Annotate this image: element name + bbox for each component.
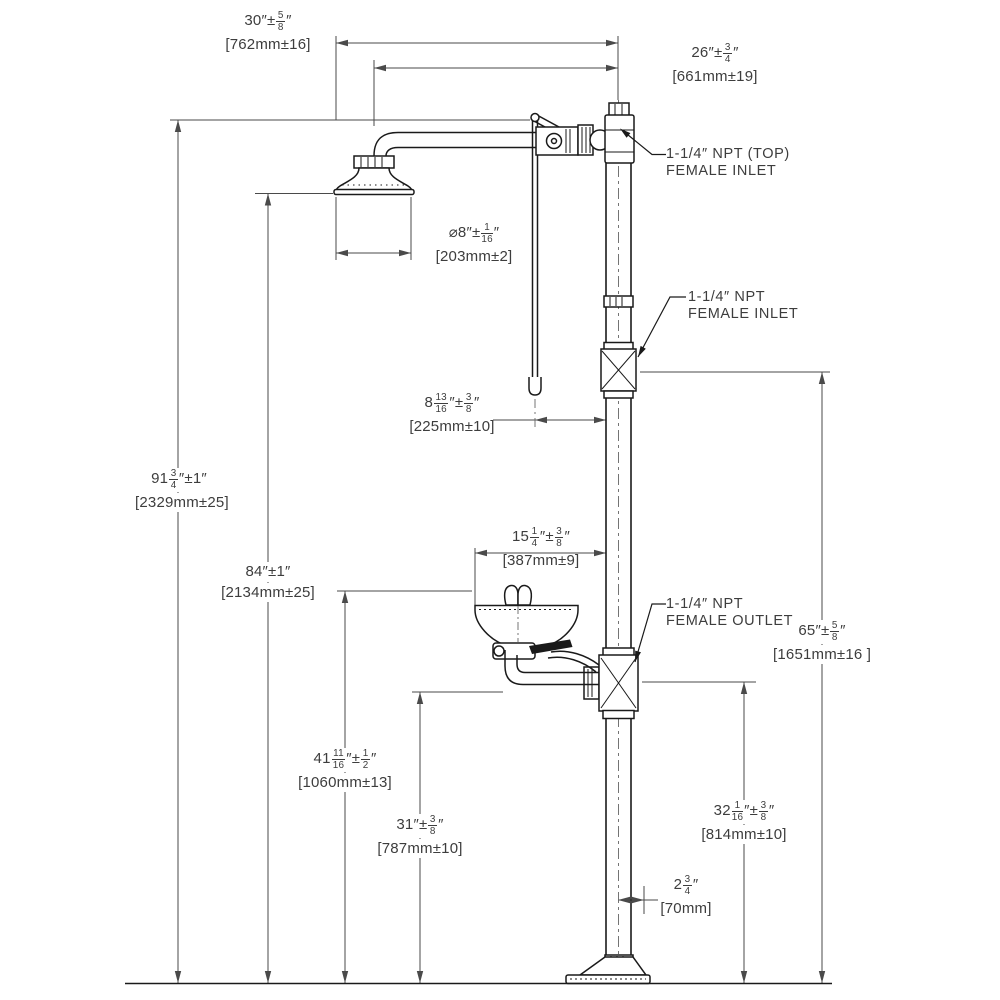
- dim-waste-height-mm: [787mm±10]: [368, 838, 472, 859]
- base-flange: [565, 954, 651, 985]
- top-tee-fitting: [604, 102, 635, 164]
- label-npt-female-inlet-line1: 1-1/4″ NPT: [688, 289, 766, 305]
- dim-inlet-height-mm: [1651mm±16 ]: [770, 644, 874, 665]
- dim-bowl-to-pipe-mm: [387mm±9]: [502, 551, 580, 569]
- inlet-tee-fitting: [600, 341, 637, 399]
- label-npt-top-inlet: 1-1/4″ NPT (TOP) FEMALE INLET: [666, 146, 790, 179]
- eyewash-valve: [492, 639, 573, 660]
- label-npt-female-outlet: 1-1/4″ NPT FEMALE OUTLET: [666, 596, 793, 629]
- label-npt-top-inlet-line2: FEMALE INLET: [666, 162, 777, 179]
- eyewash-spray-heads: [503, 584, 533, 642]
- label-npt-top-inlet-line1: 1-1/4″ NPT (TOP): [666, 146, 790, 162]
- dimension-arrowheads: [174, 39, 826, 983]
- supply-pipe: [605, 118, 632, 958]
- eyewash-bowl: [474, 604, 579, 647]
- dim-rod-to-pipe-mm: [225mm±10]: [409, 417, 495, 435]
- shower-valve: [535, 124, 611, 156]
- dim-overall-height-mm: [2329mm±25]: [132, 492, 229, 513]
- dim-outlet-height-mm: [814mm±10]: [692, 824, 796, 845]
- pipe-union: [603, 295, 634, 308]
- label-npt-female-outlet-line1: 1-1/4″ NPT: [666, 596, 744, 612]
- label-npt-female-inlet: 1-1/4″ NPT FEMALE INLET: [688, 289, 798, 322]
- dim-head-height-inches: 84″±1″: [242, 562, 294, 582]
- pipe-centerlines: [534, 100, 619, 955]
- label-npt-female-inlet-line2: FEMALE INLET: [688, 305, 799, 322]
- dim-bowl-height-mm: [1060mm±13]: [294, 772, 396, 793]
- label-npt-female-outlet-line2: FEMALE OUTLET: [666, 612, 794, 629]
- eyewash-waste-pipe: [504, 650, 600, 686]
- outlet-cross-fitting: [583, 647, 639, 720]
- dim-base-offset-mm: [70mm]: [660, 899, 712, 917]
- dim-head-diameter-mm: [203mm±2]: [435, 247, 513, 265]
- leader-arrowheads: [620, 128, 646, 662]
- dim-overall-width-mm: [762mm±16]: [225, 35, 311, 53]
- leader-lines: [621, 129, 686, 663]
- dim-head-center-mm: [661mm±19]: [672, 67, 758, 85]
- shower-head: [333, 131, 415, 196]
- dim-head-height: 84″±1″ [2134mm±25]: [214, 562, 322, 602]
- dim-head-height-mm: [2134mm±25]: [214, 582, 322, 602]
